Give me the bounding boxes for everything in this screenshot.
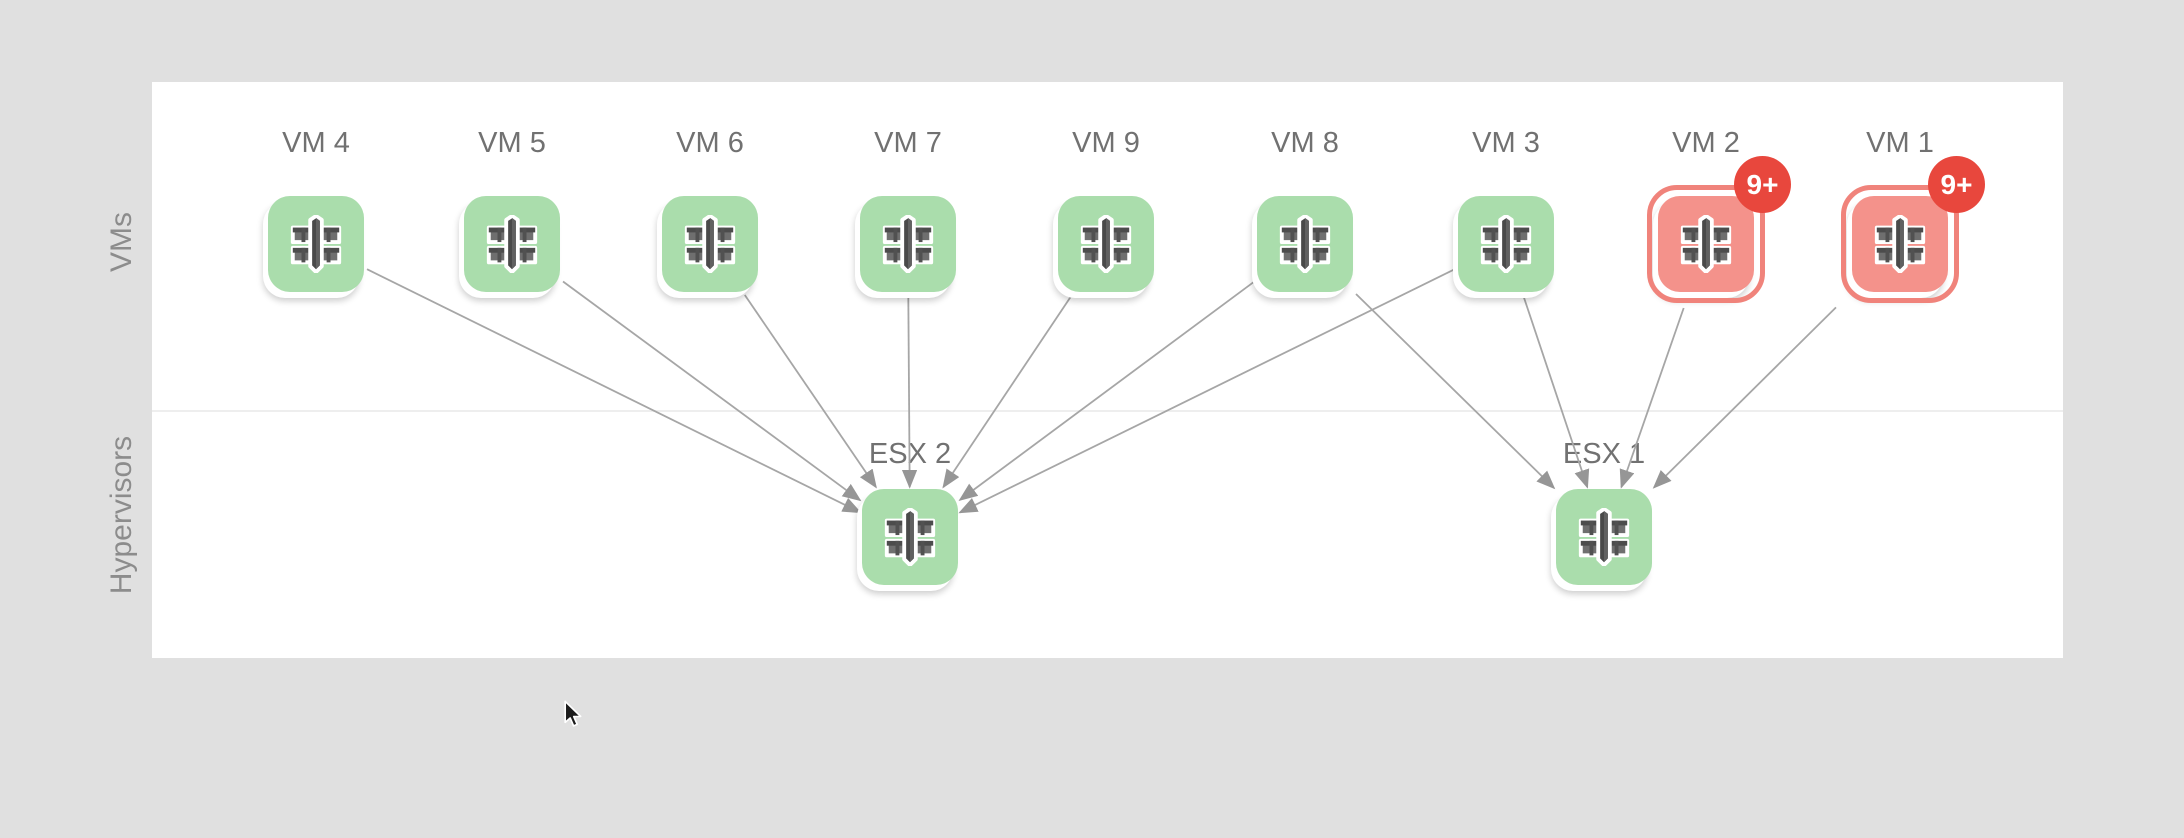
edge-vm8-esx1 <box>1355 293 1556 490</box>
edge-vm2-esx1 <box>1619 307 1685 489</box>
node-vm9[interactable] <box>1053 196 1154 298</box>
edge-vm6-esx2 <box>744 294 877 489</box>
edge-vm4-esx2 <box>366 268 862 514</box>
node-label-vm5: VM 5 <box>478 127 546 159</box>
node-vm5[interactable] <box>459 196 560 298</box>
host-cube-icon <box>1279 215 1331 273</box>
row-label-vms: VMs <box>105 212 138 272</box>
node-tile <box>1852 196 1948 292</box>
edge-vm9-esx2 <box>942 294 1073 489</box>
host-cube-icon <box>1578 508 1630 566</box>
node-tile <box>1556 489 1652 585</box>
host-cube-icon <box>486 215 538 273</box>
host-cube-icon <box>1874 215 1926 273</box>
node-tile <box>1058 196 1154 292</box>
node-tile <box>464 196 560 292</box>
node-tile <box>268 196 364 292</box>
host-cube-icon <box>1080 215 1132 273</box>
edge-vm8-esx2 <box>958 281 1255 501</box>
node-label-vm7: VM 7 <box>874 127 942 159</box>
node-esx1[interactable] <box>1551 489 1652 591</box>
edge-vm3-esx1 <box>1522 294 1590 489</box>
node-label-vm3: VM 3 <box>1472 127 1540 159</box>
node-vm2[interactable]: 9+ <box>1647 156 1791 303</box>
host-cube-icon <box>884 508 936 566</box>
node-vm7[interactable] <box>855 196 956 298</box>
edge-vm7-esx2 <box>901 294 918 489</box>
edge-vm1-esx1 <box>1652 306 1837 489</box>
node-tile <box>862 489 958 585</box>
node-tile <box>860 196 956 292</box>
node-label-vm9: VM 9 <box>1072 127 1140 159</box>
node-vm3[interactable] <box>1453 196 1554 298</box>
alert-count-badge[interactable]: 9+ <box>1928 156 1985 213</box>
row-divider <box>152 410 2063 412</box>
node-vm1[interactable]: 9+ <box>1841 156 1985 303</box>
node-tile <box>1257 196 1353 292</box>
node-tile <box>1658 196 1754 292</box>
node-label-vm4: VM 4 <box>282 127 350 159</box>
host-cube-icon <box>882 215 934 273</box>
node-tile <box>662 196 758 292</box>
alert-count-badge[interactable]: 9+ <box>1734 156 1791 213</box>
node-vm8[interactable] <box>1252 196 1353 298</box>
node-label-vm6: VM 6 <box>676 127 744 159</box>
edge-vm5-esx2 <box>562 280 862 502</box>
host-cube-icon <box>290 215 342 273</box>
node-label-vm8: VM 8 <box>1271 127 1339 159</box>
host-cube-icon <box>1680 215 1732 273</box>
node-label-vm1: VM 1 <box>1866 127 1934 159</box>
edges-layer <box>366 268 1837 514</box>
edge-vm3-esx2 <box>958 268 1456 514</box>
row-label-hypervisors: Hypervisors <box>105 435 138 595</box>
node-label-vm2: VM 2 <box>1672 127 1740 159</box>
node-vm4[interactable] <box>263 196 364 298</box>
host-cube-icon <box>1480 215 1532 273</box>
dependency-panel: VM 4 VM 5 VM 6 <box>152 82 2063 658</box>
node-esx2[interactable] <box>857 489 958 591</box>
mouse-cursor <box>564 700 582 727</box>
node-vm6[interactable] <box>657 196 758 298</box>
critical-ring <box>1841 185 1959 303</box>
host-cube-icon <box>684 215 736 273</box>
node-tile <box>1458 196 1554 292</box>
critical-ring <box>1647 185 1765 303</box>
